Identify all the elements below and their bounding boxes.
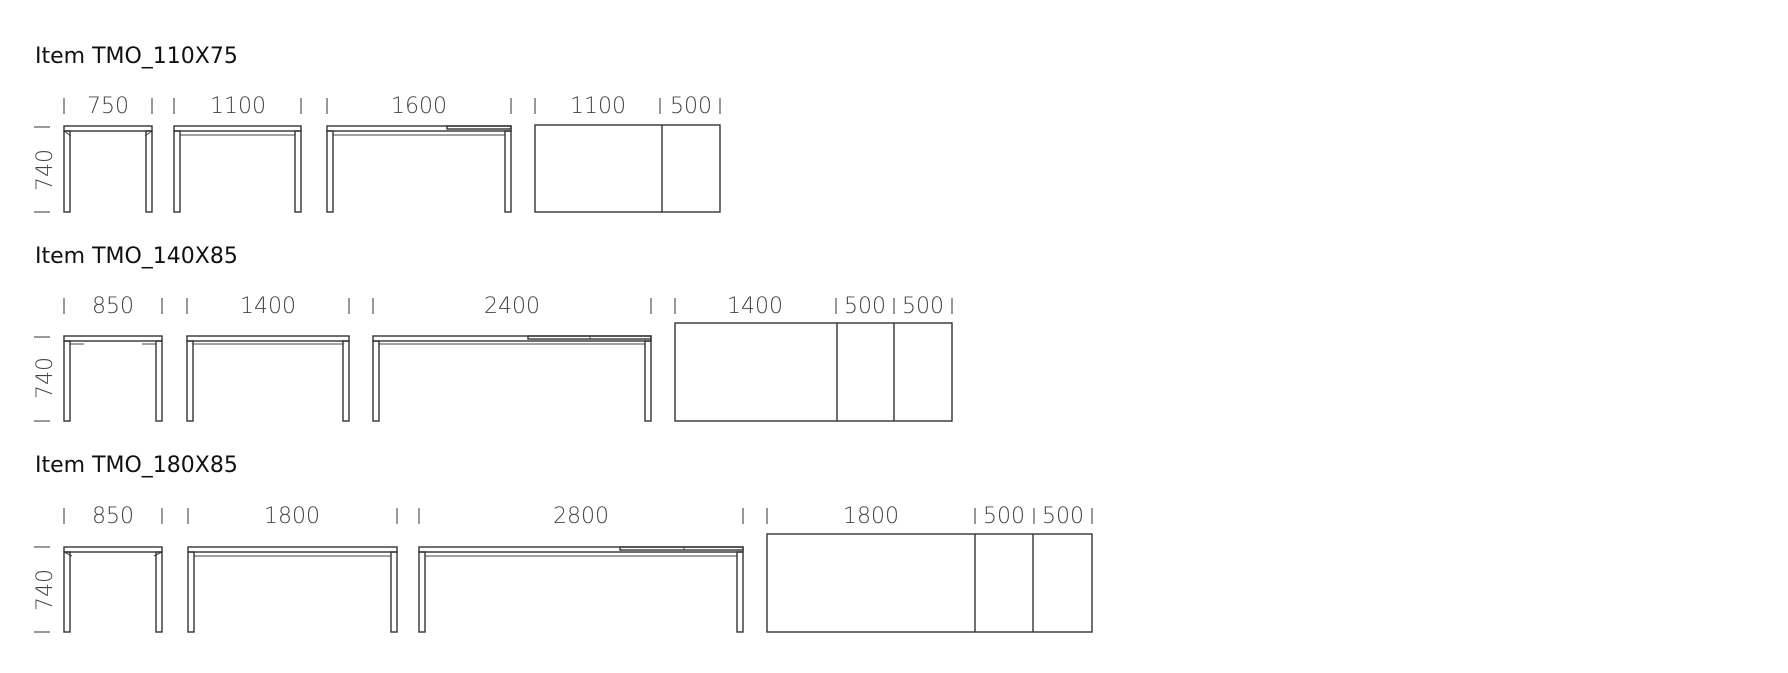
- height-dimension: 740: [33, 336, 58, 422]
- side-view: 850: [63, 504, 163, 633]
- width-label: 1400: [240, 294, 296, 319]
- item-title: Item TMO_180X85: [35, 453, 238, 478]
- width-label: 2400: [484, 294, 540, 319]
- top-view: 1100 500: [534, 94, 721, 213]
- tabletop: [63, 546, 163, 553]
- table-leg: [294, 130, 302, 213]
- table-leg: [186, 340, 194, 422]
- table-top-outline: [674, 322, 953, 422]
- width-label: 500: [902, 294, 944, 319]
- tabletop: [186, 335, 350, 342]
- item-row-1: Item TMO_110X75 740 750 1100: [33, 44, 721, 213]
- top-view: 1800 500 500: [766, 504, 1093, 633]
- height-label: 740: [33, 357, 58, 399]
- item-title: Item TMO_110X75: [35, 44, 238, 69]
- table-top-outline: [534, 124, 721, 213]
- extended-view: 2800: [418, 504, 744, 633]
- extension-leaf: [446, 125, 512, 130]
- top-view: 1400 500 500: [674, 294, 953, 422]
- table-leg: [326, 130, 334, 213]
- item-title: Item TMO_140X85: [35, 244, 238, 269]
- tabletop: [173, 125, 302, 132]
- table-leg: [145, 130, 153, 213]
- height-label: 740: [33, 149, 58, 191]
- table-leg: [736, 551, 744, 633]
- table-leg: [63, 340, 71, 422]
- height-dimension: 740: [33, 126, 58, 213]
- table-leg: [418, 551, 426, 633]
- front-view: 1100: [173, 94, 302, 213]
- width-label: 1100: [210, 94, 266, 119]
- height-dimension: 740: [33, 546, 58, 633]
- side-view: 750: [63, 94, 153, 213]
- extended-view: 2400: [372, 294, 652, 422]
- item-row-3: Item TMO_180X85 740 850 1800: [33, 453, 1093, 633]
- item-row-2: Item TMO_140X85 740 850 1400: [33, 244, 953, 422]
- side-view: 850: [63, 294, 163, 422]
- table-leg: [63, 130, 71, 213]
- table-leg: [173, 130, 181, 213]
- width-label: 1400: [727, 294, 783, 319]
- width-label: 750: [87, 94, 129, 119]
- width-label: 2800: [553, 504, 609, 529]
- table-top-outline: [766, 533, 1093, 633]
- extension-leaf: [619, 546, 744, 551]
- width-label: 500: [1042, 504, 1084, 529]
- front-view: 1400: [186, 294, 350, 422]
- table-leg: [155, 340, 163, 422]
- table-leg: [390, 551, 398, 633]
- width-label: 850: [92, 294, 134, 319]
- height-label: 740: [33, 569, 58, 611]
- table-leg: [644, 340, 652, 422]
- table-leg: [372, 340, 380, 422]
- table-leg: [504, 130, 512, 213]
- width-label: 850: [92, 504, 134, 529]
- width-label: 1800: [843, 504, 899, 529]
- tabletop: [187, 546, 398, 553]
- tabletop: [63, 335, 163, 342]
- table-leg: [342, 340, 350, 422]
- table-leg: [187, 551, 195, 633]
- front-view: 1800: [187, 504, 398, 633]
- width-label: 1100: [570, 94, 626, 119]
- width-label: 1600: [391, 94, 447, 119]
- tabletop: [63, 125, 153, 132]
- width-label: 500: [983, 504, 1025, 529]
- width-label: 1800: [264, 504, 320, 529]
- table-leg: [63, 551, 71, 633]
- extended-view: 1600: [326, 94, 512, 213]
- width-label: 500: [670, 94, 712, 119]
- width-label: 500: [844, 294, 886, 319]
- table-leg: [155, 551, 163, 633]
